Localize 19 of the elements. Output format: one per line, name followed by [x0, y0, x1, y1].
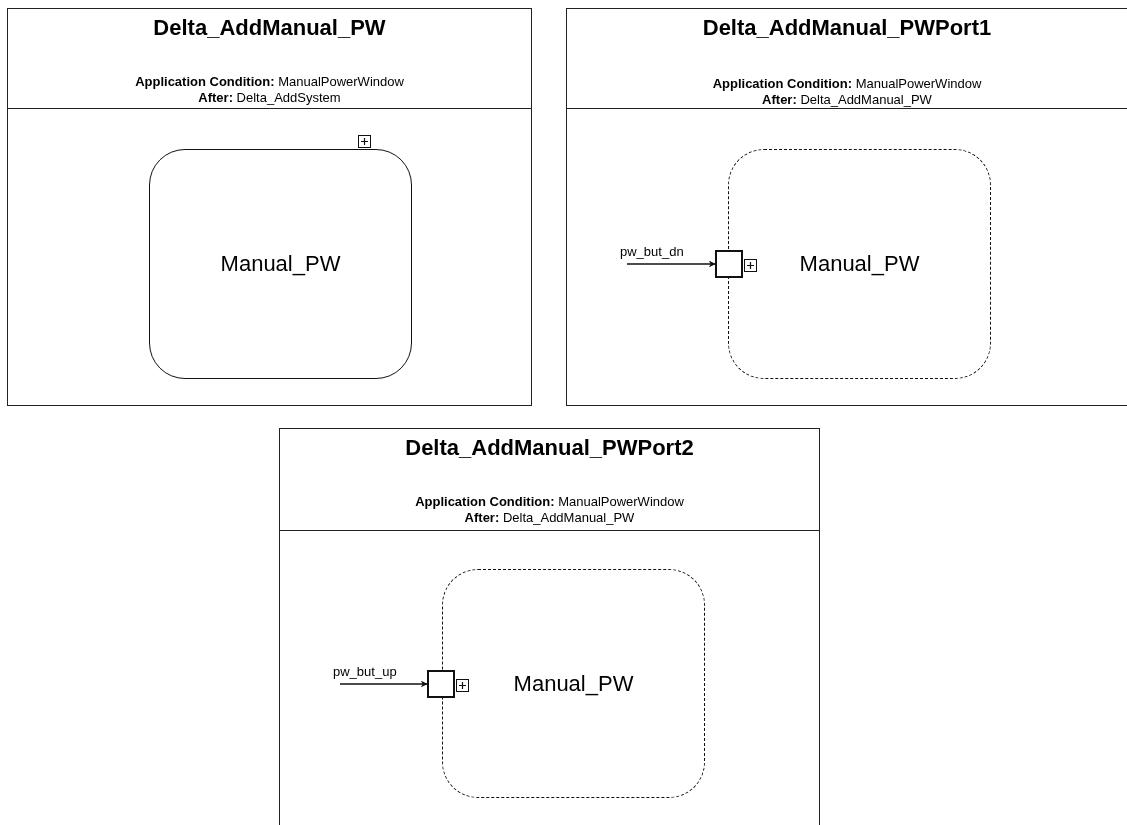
- edge-label: pw_but_up: [333, 664, 397, 679]
- delta-panel: [279, 428, 820, 825]
- panel-title: Delta_AddManual_PWPort1: [701, 15, 993, 41]
- delta-panel: [7, 8, 532, 406]
- header-text: Application Condition: ManualPowerWindow: [414, 494, 685, 509]
- delta-panel: [566, 8, 1127, 406]
- header-text: After: Delta_AddManual_PW: [761, 92, 933, 107]
- header-text: After: Delta_AddSystem: [197, 90, 342, 105]
- header-text: Application Condition: ManualPowerWindow: [134, 74, 405, 89]
- state-name: Manual_PW: [799, 251, 920, 277]
- panel-title: Delta_AddManual_PW: [152, 15, 387, 41]
- header-text: After: Delta_AddManual_PW: [463, 510, 636, 525]
- state-name: Manual_PW: [513, 670, 634, 697]
- arrow: [339, 680, 428, 688]
- state-name: Manual_PW: [220, 251, 341, 277]
- header-text: Application Condition: ManualPowerWindow: [711, 76, 983, 91]
- edge-label: pw_but_dn: [620, 244, 684, 259]
- arrow: [626, 260, 716, 268]
- panel-title: Delta_AddManual_PWPort2: [404, 435, 695, 461]
